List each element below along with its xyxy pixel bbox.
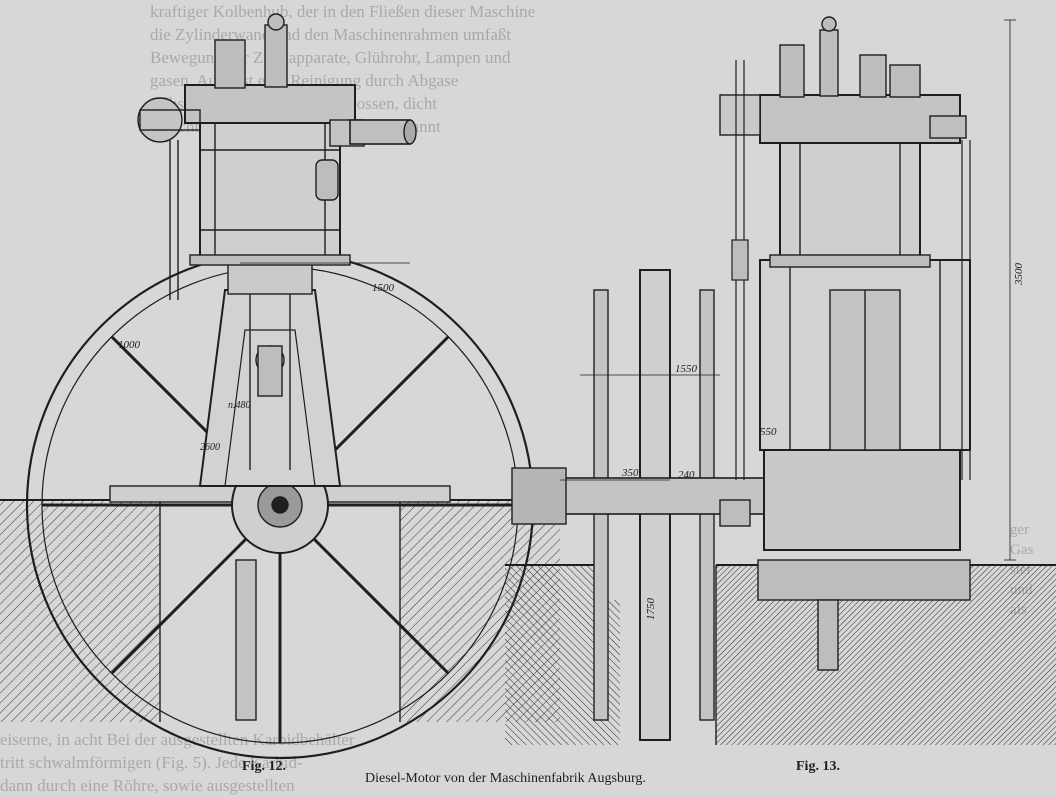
fig13-dimension-1750: 1750 (645, 598, 657, 621)
bleed-line: eiserne, in acht Bei der ausgestellten K… (0, 730, 355, 749)
fig12-caption: Fig. 12. (242, 759, 286, 774)
fig13-dimension-1550: 1550 (675, 363, 698, 375)
bleed-line: Gas (1010, 542, 1034, 558)
fig12-cylinder-head (137, 13, 365, 300)
fig12-column (235, 559, 257, 721)
fig13-dimension-350: 350 (621, 467, 639, 479)
bleed-line: ger (1010, 522, 1030, 538)
fig13-drawing: 1550 350 240 1750 550 3500 (505, 16, 1056, 745)
fig13-cylinder-head (719, 16, 961, 144)
bleed-through-text-bottom: eiserne, in acht Bei der ausgestellten K… (0, 728, 560, 797)
fig13-dimension-240: 240 (678, 469, 695, 481)
bleed-line: tritt schwalmförmigen (Fig. 5). Jede Kar… (0, 753, 303, 772)
fig12-dimension-1500: 1500 (372, 282, 395, 294)
fig12-dimension-1000: 1000 (118, 339, 141, 351)
figure-caption: Diesel-Motor von der Maschinenfabrik Aug… (365, 771, 646, 786)
fig12-exhaust-pipe (349, 119, 417, 145)
bleed-line: die Zylinderwand und den Maschinenrahmen… (150, 25, 512, 44)
fig13-cylinder (769, 139, 931, 268)
fig13-crankshaft (511, 449, 961, 551)
fig13-control-rods (731, 60, 971, 480)
fig13-column (817, 599, 839, 671)
fig12-dimension-speed: n.480 (228, 400, 251, 411)
bleed-line: kraftiger Kolbenhub, der in den Fließen … (150, 2, 536, 21)
fig12-dimension-2600: 2600 (200, 442, 220, 453)
fig13-caption: Fig. 13. (796, 759, 840, 774)
fig12-fuel-tank (315, 159, 339, 201)
fig13-exhaust-pipe (929, 115, 967, 139)
fig12-drawing: 1000 1500 n.480 2600 (0, 13, 560, 760)
fig12-frame (198, 259, 342, 487)
fig13-dimension-3500: 3500 (1013, 263, 1025, 287)
bleed-line: dann durch eine Röhre, sowie ausgestellt… (0, 776, 295, 795)
fig13-dimension-550: 550 (760, 426, 777, 438)
